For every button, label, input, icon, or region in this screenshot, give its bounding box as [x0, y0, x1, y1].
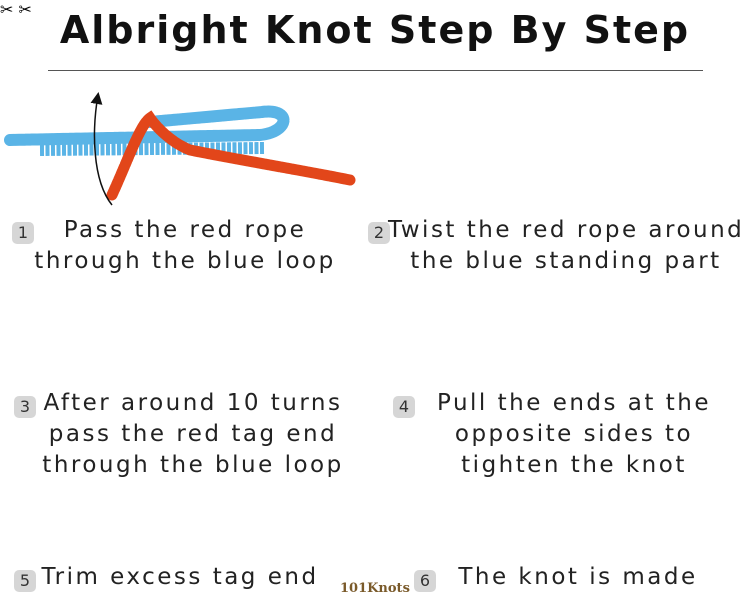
step-4-line-2: opposite sides to — [454, 421, 694, 447]
page-title: Albright Knot Step By Step — [59, 8, 691, 52]
step-4-line-3: tighten the knot — [461, 452, 687, 478]
step-1-line-1: Pass the red rope — [63, 217, 307, 243]
step-3-line-3: through the blue loop — [42, 452, 344, 478]
step-4-text: Pull the ends at the opposite sides to t… — [424, 388, 724, 481]
step-6-badge: 6 — [414, 570, 436, 592]
step-1-text: Pass the red rope through the blue loop — [20, 215, 350, 277]
step-5-text: Trim excess tag end — [40, 562, 320, 593]
step-5-badge: 5 — [14, 570, 36, 592]
step-3-badge: 3 — [14, 396, 36, 418]
step-2-text: Twist the red rope around the blue stand… — [388, 215, 744, 277]
step-3-line-1: After around 10 turns — [43, 390, 343, 416]
step-3-line-2: pass the red tag end — [48, 421, 338, 447]
step-4-badge: 4 — [393, 396, 415, 418]
step-3-text: After around 10 turns pass the red tag e… — [38, 388, 348, 481]
step-5-illustration: ✂ ✂ — [0, 0, 32, 19]
step-1-illustration — [4, 92, 356, 206]
step-1-badge: 1 — [12, 222, 34, 244]
step-6-line-1: The knot is made — [458, 564, 698, 590]
brand-logo: 101Knots — [340, 581, 410, 596]
title-divider — [48, 70, 703, 71]
step-5-line-1: Trim excess tag end — [41, 564, 319, 590]
step-6-text: The knot is made — [448, 562, 708, 593]
step-2-line-1: Twist the red rope around — [388, 217, 745, 243]
step-1-line-2: through the blue loop — [34, 248, 336, 274]
step-4-line-1: Pull the ends at the — [437, 390, 711, 416]
step-2-line-2: the blue standing part — [410, 248, 722, 274]
step-2-badge: 2 — [368, 222, 390, 244]
